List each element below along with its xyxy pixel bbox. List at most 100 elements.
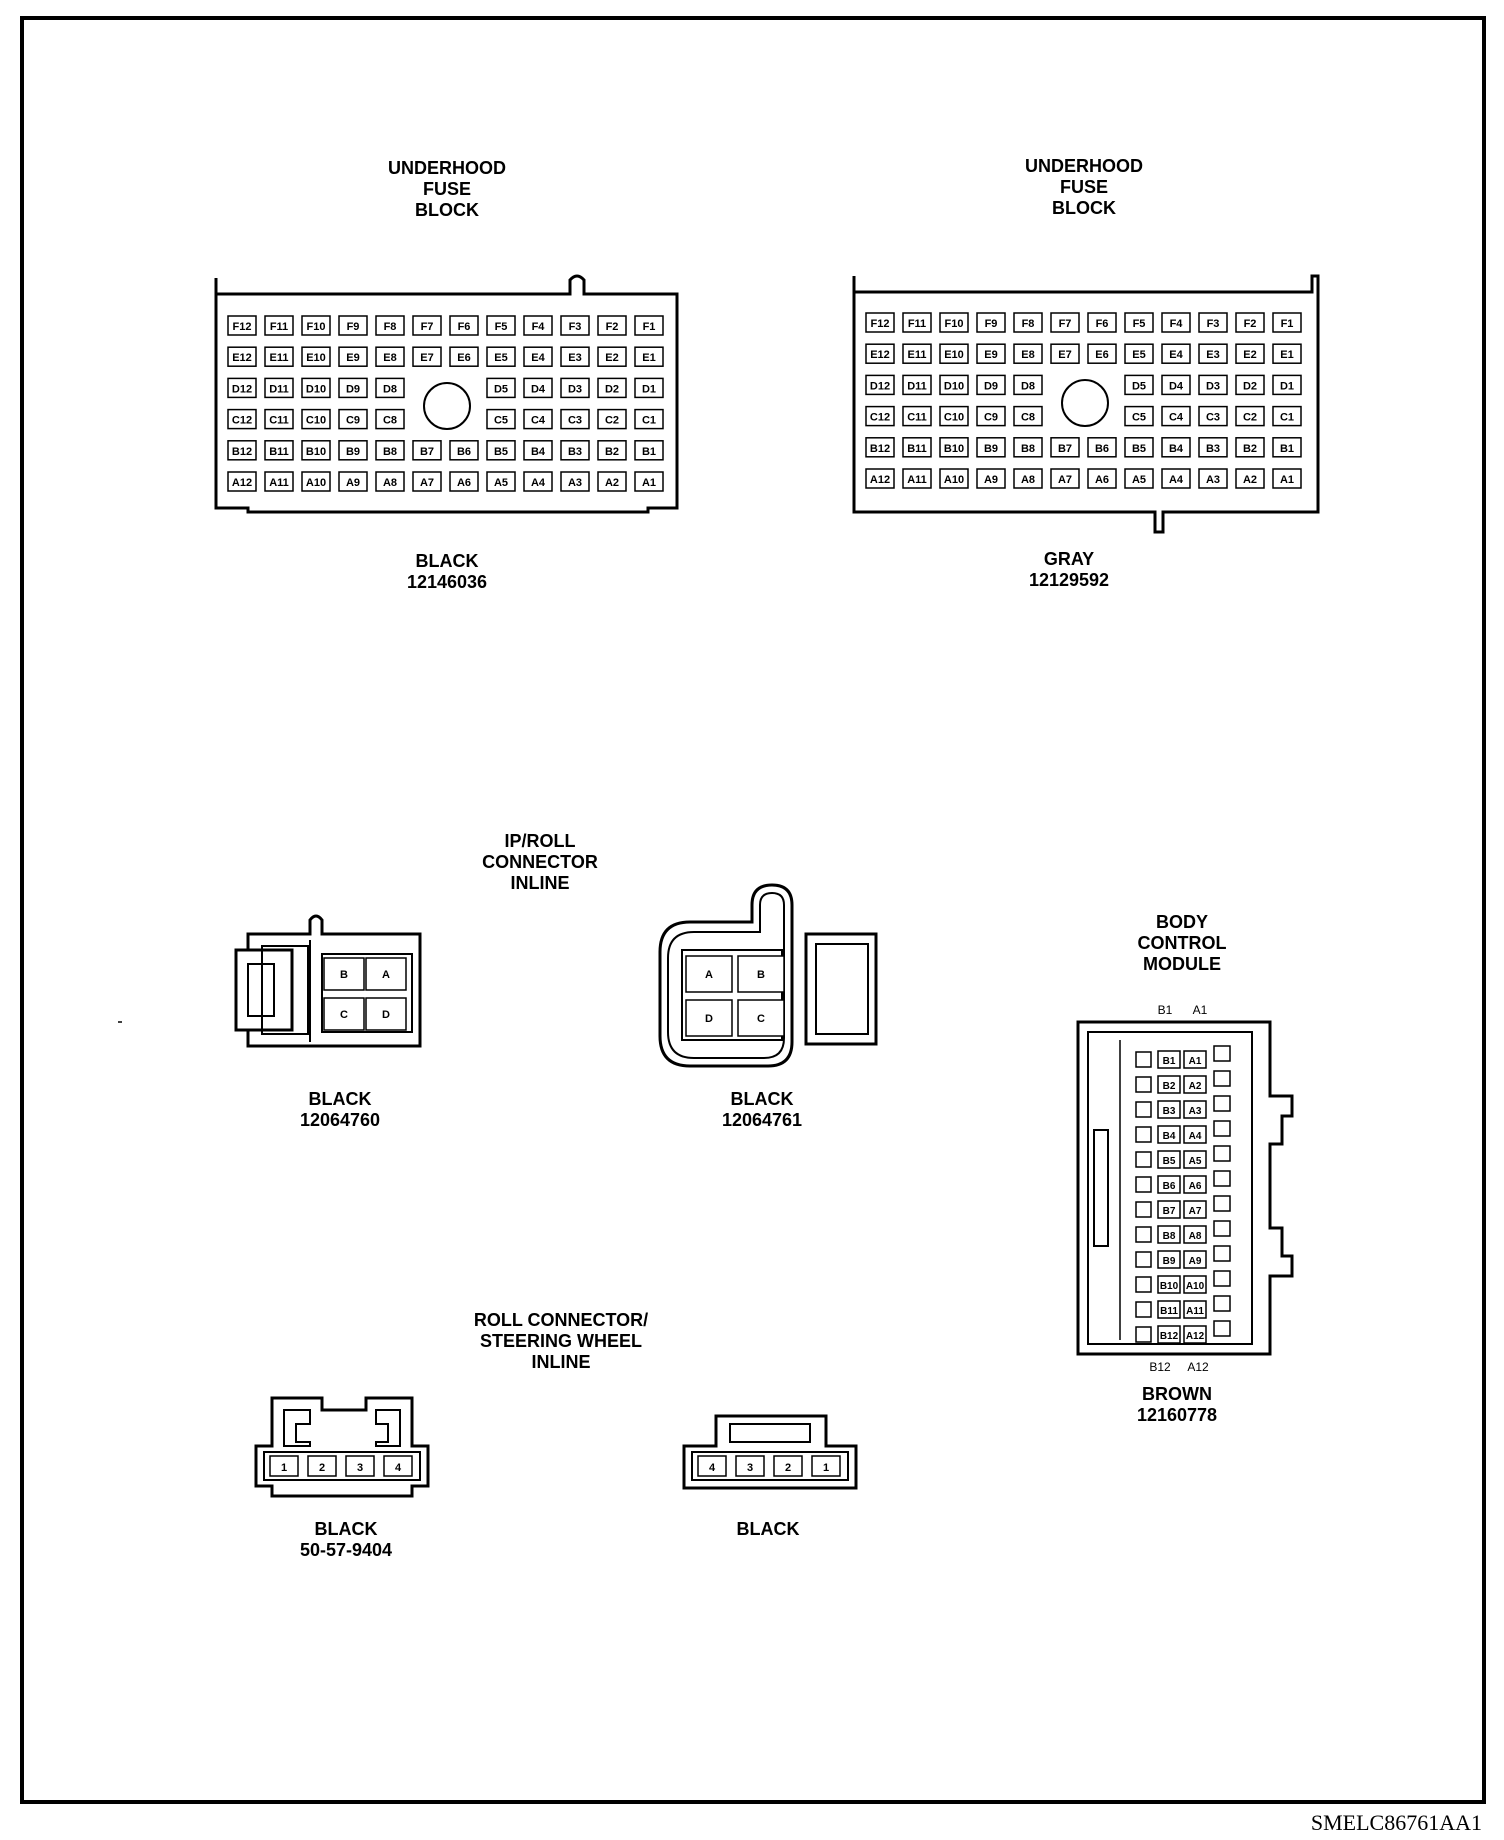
fuse-pin-label: A8 (383, 477, 397, 489)
bcm-empty-cavity (1135, 1201, 1152, 1218)
bcm-pin-label: A2 (1189, 1081, 1202, 1092)
fuse-pin-label: E5 (494, 352, 507, 364)
bcm-pin-label: A5 (1189, 1156, 1202, 1167)
fuse-pin-b11 (902, 437, 932, 458)
fuse-pin-label: C12 (232, 415, 252, 427)
bcm-latch-cavity (1213, 1070, 1231, 1087)
fuse-pin-d1 (1272, 374, 1302, 396)
fuse-pin-e11 (902, 343, 932, 364)
fuse-pin-label: B7 (420, 446, 434, 458)
fuse-pin-a12 (227, 471, 257, 492)
fuse-pin-label: B6 (457, 446, 471, 458)
fuse-pin-f4 (523, 315, 553, 336)
fuse-pin-label: D2 (605, 383, 619, 395)
fuse-pin-f12 (865, 312, 895, 333)
fuse-pin-a7 (1050, 468, 1080, 489)
fuse-pin-label: C3 (1206, 412, 1220, 424)
roll-steering-right-window (729, 1423, 811, 1443)
bcm-pin-label: B12 (1160, 1331, 1179, 1342)
fuse-pin-f8 (375, 315, 405, 336)
fuse-pin-label: D8 (383, 383, 397, 395)
fuse-pin-label: F4 (1170, 318, 1184, 330)
bcm-pin-b10 (1157, 1275, 1181, 1294)
ip-roll-left-latch-frame (261, 945, 309, 1035)
fuse-pin-label: E4 (531, 352, 545, 364)
bcm-pin-b4 (1157, 1125, 1181, 1144)
fuse-pin-e2 (597, 346, 627, 367)
fuse-pin-label: C10 (944, 412, 964, 424)
fuse-pin-label: B9 (346, 446, 360, 458)
fuse-pin-d3 (560, 377, 590, 399)
fuse-pin-label: E1 (642, 352, 655, 364)
roll-steering-left-housing (254, 1396, 430, 1498)
ip-roll-left-label-b: B (340, 969, 348, 981)
fuse-pin-label: D9 (984, 380, 998, 392)
fuse-pin-label: C4 (531, 415, 546, 427)
roll-pin-2 (773, 1455, 803, 1477)
fuse-pin-f7 (1050, 312, 1080, 333)
bcm-bottom-label-b12: B12 (1149, 1360, 1171, 1374)
bcm-latch-cavity (1213, 1220, 1231, 1237)
bcm-pin-label: B11 (1160, 1306, 1178, 1317)
fuse-pin-a4 (523, 471, 553, 492)
bcm-pin-label: B5 (1163, 1156, 1176, 1167)
ip-roll-right-pin-d (685, 999, 733, 1037)
fuse-pin-e4 (1161, 343, 1191, 364)
fuse-pin-label: A12 (870, 474, 890, 486)
fuse-pin-e7 (1050, 343, 1080, 364)
bcm-empty-cavity (1135, 1051, 1152, 1068)
fuse-pin-b4 (1161, 437, 1191, 458)
fuse-pin-label: F10 (945, 318, 964, 330)
fuse-pin-label: F11 (908, 318, 926, 330)
ip-roll-left-part: 12064760 (300, 1110, 380, 1130)
fuse-pin-label: E12 (870, 349, 890, 361)
bcm-pin-label: A3 (1189, 1106, 1202, 1117)
bcm-empty-cavity (1135, 1276, 1152, 1293)
ip-roll-right-label-c: C (757, 1013, 765, 1025)
fuse-pin-b9 (338, 440, 368, 461)
roll-steering-title-3: INLINE (531, 1352, 590, 1372)
ip-roll-connector: IP/ROLL CONNECTOR INLINE B A C D BLACK 1… (234, 831, 878, 1130)
ip-roll-title-2: CONNECTOR (482, 852, 598, 872)
fuse-pin-d9 (976, 374, 1006, 396)
fuse-black-part: 12146036 (407, 572, 487, 592)
fuse-pin-label: A7 (1058, 474, 1072, 486)
bcm-color: BROWN (1142, 1384, 1212, 1404)
fuse-pin-label: F4 (532, 321, 546, 333)
fuse-pin-label: E3 (568, 352, 581, 364)
fuse-pin-label: C12 (870, 412, 890, 424)
fuse-pin-f2 (1235, 312, 1265, 333)
diagram-frame (20, 16, 1486, 1804)
roll-steering-title-1: ROLL CONNECTOR/ (474, 1310, 648, 1330)
bcm-latch-cavity (1213, 1170, 1231, 1187)
fuse-pin-label: A12 (232, 477, 252, 489)
fuse-pin-label: F7 (1059, 318, 1072, 330)
fuse-pin-a8 (1013, 468, 1043, 489)
fuse-pin-f7 (412, 315, 442, 336)
fuse-pin-a2 (1235, 468, 1265, 489)
fuse-pin-label: B3 (1206, 443, 1220, 455)
fuse-pin-label: E6 (1095, 349, 1108, 361)
fuse-pin-f11 (902, 312, 932, 333)
fuse-pin-a2 (597, 471, 627, 492)
fuse-pin-a1 (634, 471, 664, 492)
fuse-pin-c8 (375, 408, 405, 430)
fuse-pin-label: F1 (1281, 318, 1294, 330)
fuse-pin-label: B10 (944, 443, 964, 455)
fuse-pin-label: C1 (1280, 412, 1294, 424)
fuse-pin-label: D1 (1280, 380, 1294, 392)
bcm-pin-label: A1 (1189, 1056, 1202, 1067)
fuse-pin-c4 (523, 408, 553, 430)
fuse-pin-b1 (1272, 437, 1302, 458)
fuse-pin-label: D5 (494, 383, 508, 395)
fuse-pin-label: A4 (1169, 474, 1184, 486)
fuse-pin-e8 (375, 346, 405, 367)
fuse-pin-d11 (902, 374, 932, 396)
bcm-pin-b1 (1157, 1050, 1181, 1069)
fuse-pin-label: C9 (346, 415, 360, 427)
fuse-pin-label: B2 (605, 446, 619, 458)
